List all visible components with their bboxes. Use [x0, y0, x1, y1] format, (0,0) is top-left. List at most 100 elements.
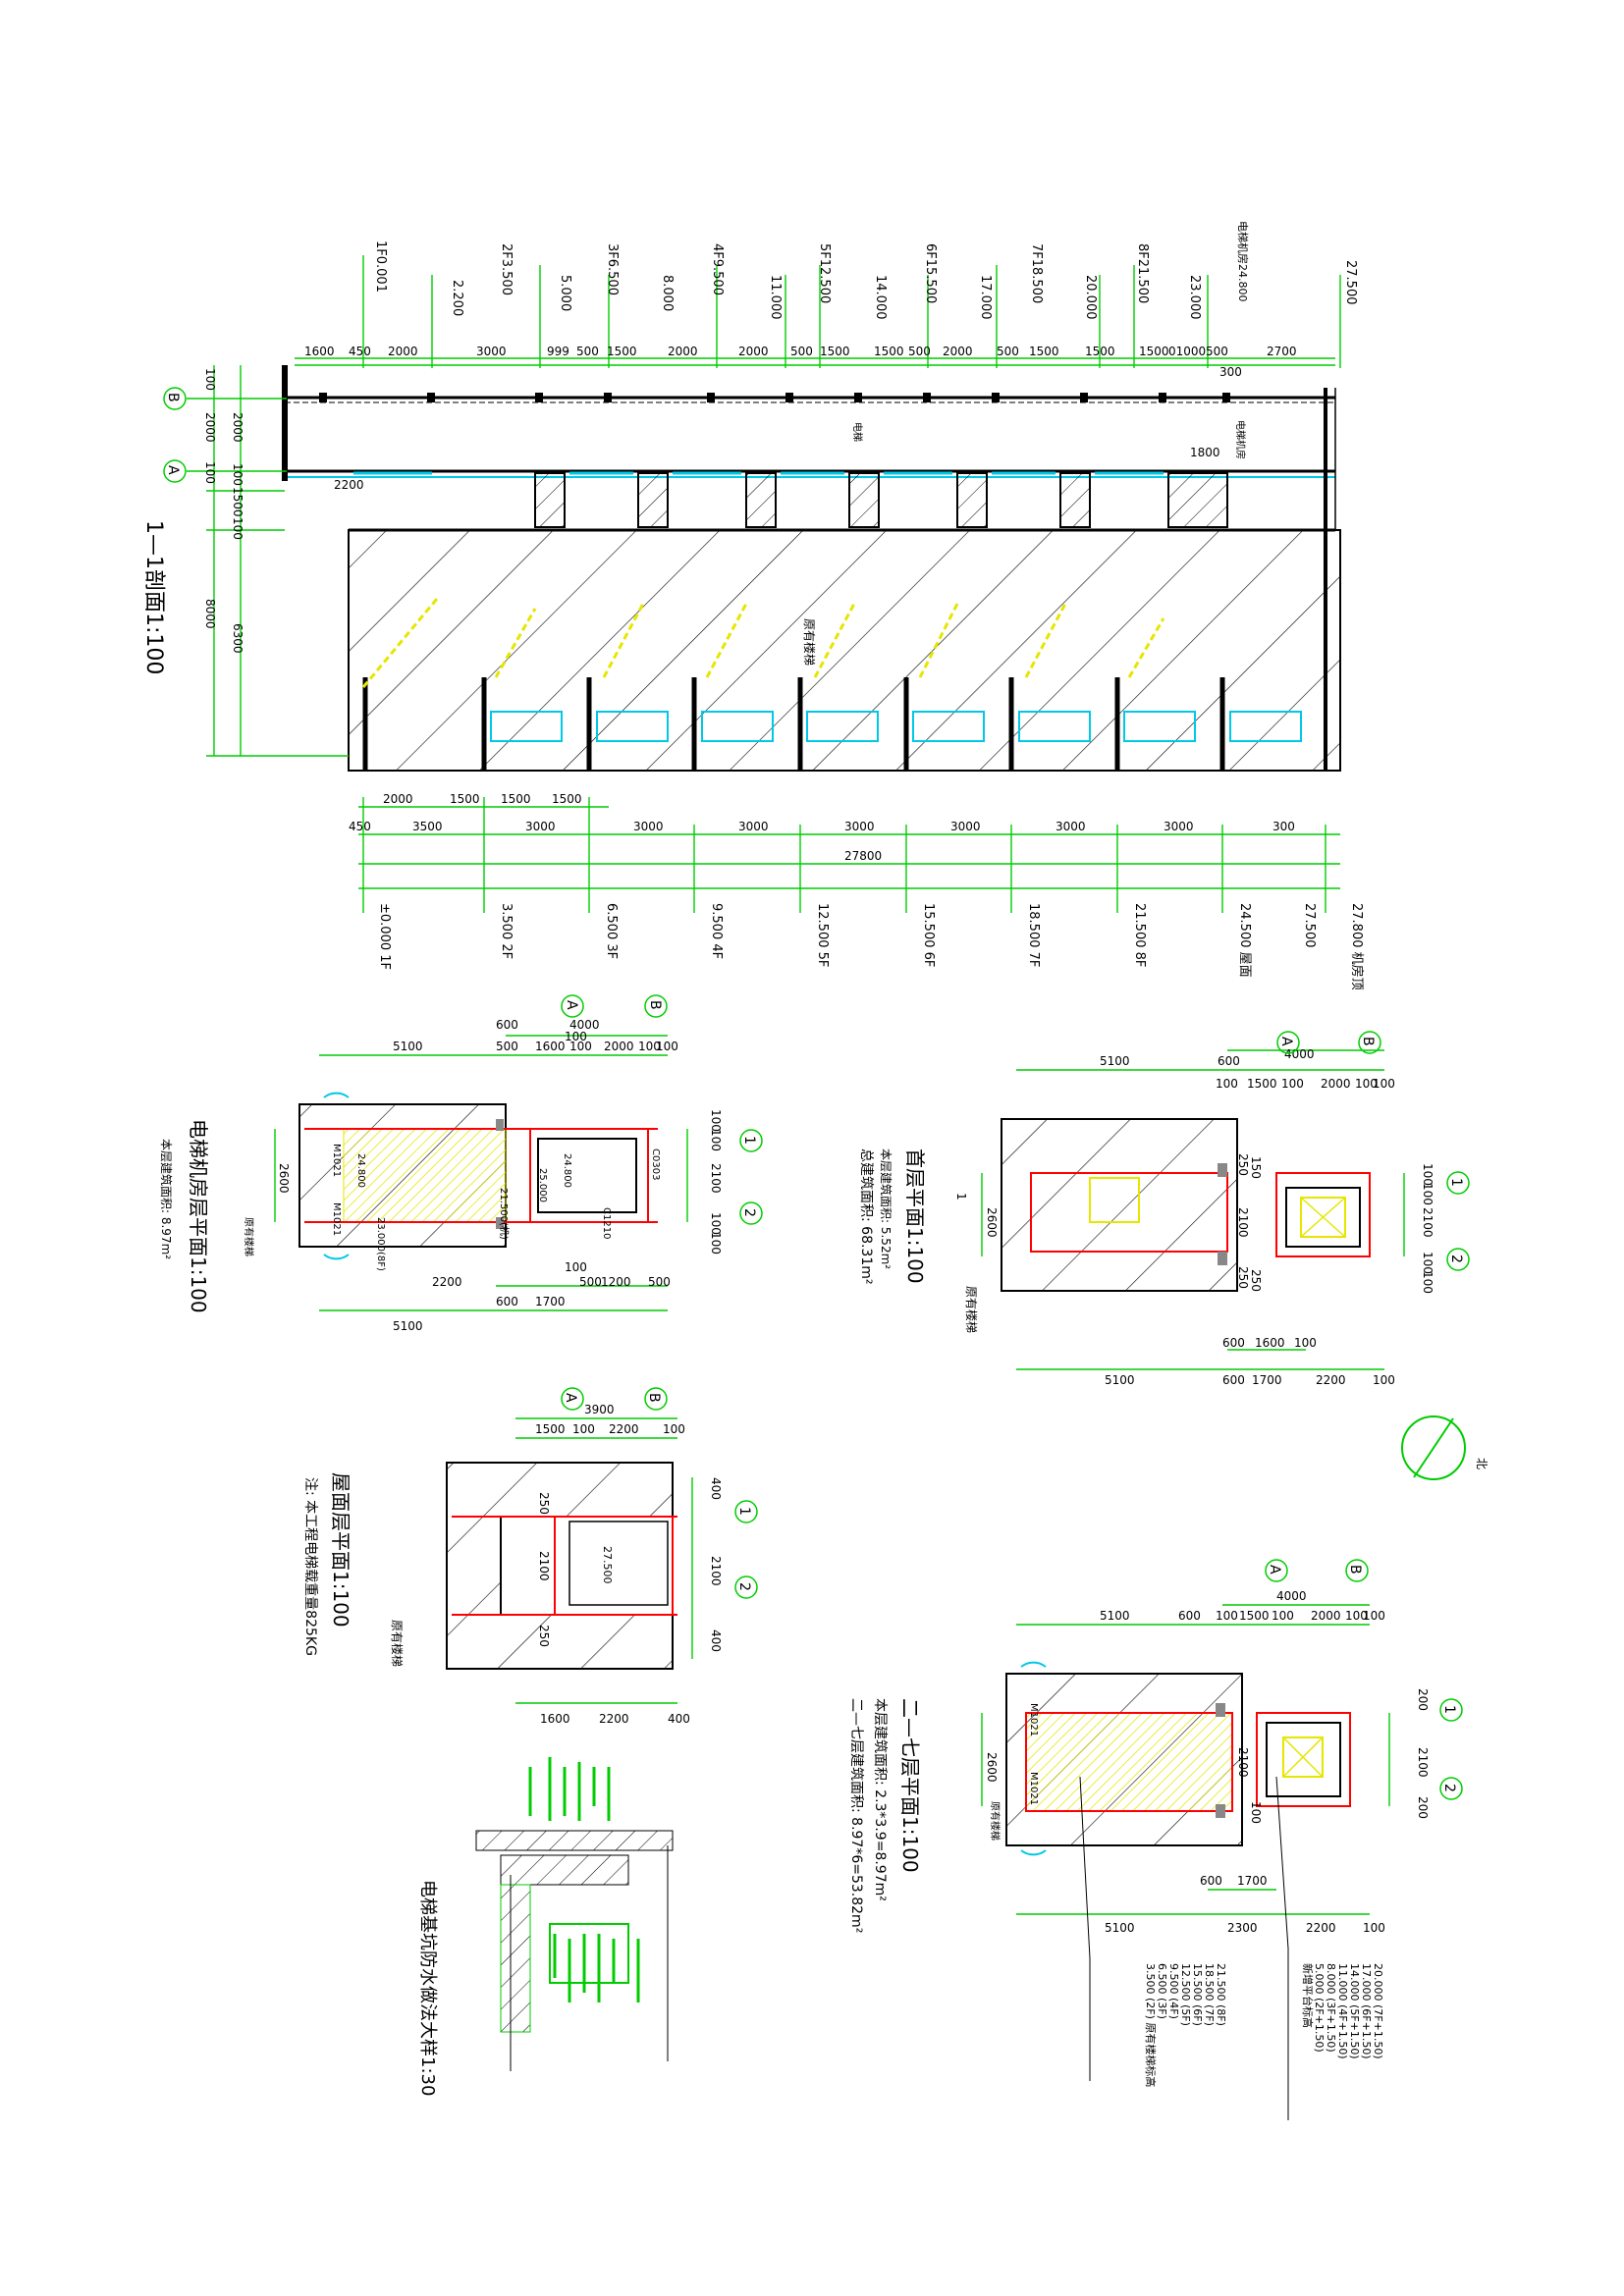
svg-text:450: 450: [349, 820, 371, 833]
svg-text:8F21.500: 8F21.500: [1135, 243, 1150, 303]
svg-text:2000: 2000: [203, 412, 217, 443]
svg-text:600: 600: [1218, 1054, 1240, 1068]
svg-text:1500: 1500: [501, 792, 531, 806]
svg-text:9.500 4F: 9.500 4F: [709, 903, 724, 959]
svg-text:5.000: 5.000: [558, 275, 572, 311]
svg-text:8000: 8000: [203, 599, 217, 629]
svg-text:9.500 (4F): 9.500 (4F): [1167, 1963, 1180, 2019]
svg-text:3000: 3000: [844, 820, 875, 833]
section-windows: [490, 711, 1302, 742]
svg-text:1500: 1500: [231, 487, 244, 517]
svg-text:2: 2: [1441, 1784, 1457, 1792]
lift-label: 电梯: [851, 422, 864, 442]
section-stair-hatch: [348, 529, 1341, 772]
svg-text:1: 1: [736, 1507, 752, 1516]
svg-text:3000: 3000: [1056, 820, 1086, 833]
svg-text:100: 100: [1355, 1077, 1378, 1091]
svg-text:1500: 1500: [1247, 1077, 1277, 1091]
svg-text:1500: 1500: [874, 345, 904, 358]
svg-text:21.500 8F: 21.500 8F: [1132, 903, 1147, 967]
svg-text:01000: 01000: [1168, 345, 1206, 358]
svg-text:100: 100: [1249, 1801, 1263, 1824]
svg-text:2000: 2000: [388, 345, 418, 358]
svg-text:A: A: [165, 465, 181, 475]
svg-text:400: 400: [709, 1629, 723, 1652]
svg-text:25.000: 25.000: [537, 1168, 548, 1202]
svg-text:500: 500: [908, 345, 931, 358]
typical-plan-title: 二—七层平面1:100: [898, 1698, 922, 1873]
svg-text:100: 100: [572, 1422, 595, 1436]
svg-text:100: 100: [709, 1109, 723, 1132]
svg-text:2F3.500: 2F3.500: [499, 243, 514, 295]
svg-text:B: B: [647, 1000, 663, 1010]
svg-text:2200: 2200: [1316, 1373, 1346, 1387]
svg-text:A: A: [563, 1393, 578, 1403]
svg-text:17.000: 17.000: [978, 275, 993, 320]
svg-text:600: 600: [1222, 1373, 1245, 1387]
svg-text:1: 1: [954, 1193, 968, 1201]
svg-text:原有楼梯: 原有楼梯: [390, 1620, 405, 1667]
svg-text:3000: 3000: [738, 820, 769, 833]
pit-detail: 电梯基坑防水做法大样1:30: [417, 1757, 674, 2096]
svg-text:8.000 (3F+1.50): 8.000 (3F+1.50): [1325, 1963, 1337, 2053]
svg-text:20.000: 20.000: [1083, 275, 1098, 320]
svg-text:1700: 1700: [535, 1295, 566, 1308]
svg-text:3900: 3900: [584, 1403, 615, 1416]
svg-text:250: 250: [537, 1492, 551, 1515]
svg-text:100: 100: [709, 1129, 723, 1151]
svg-text:500: 500: [579, 1275, 602, 1289]
svg-text:100: 100: [1363, 1609, 1385, 1623]
svg-text:5100: 5100: [1100, 1054, 1130, 1068]
svg-text:600: 600: [496, 1018, 518, 1032]
svg-text:6F15.500: 6F15.500: [923, 243, 938, 303]
svg-text:A: A: [1267, 1565, 1282, 1575]
svg-text:17.000 (6F+1.50): 17.000 (6F+1.50): [1360, 1963, 1373, 2059]
svg-text:1: 1: [1448, 1178, 1464, 1187]
svg-text:M1021: M1021: [1028, 1703, 1039, 1736]
svg-text:100: 100: [709, 1212, 723, 1235]
svg-text:1500: 1500: [450, 792, 480, 806]
svg-text:2100: 2100: [709, 1556, 723, 1586]
svg-text:27.500: 27.500: [601, 1546, 614, 1584]
svg-text:27.800 机房顶: 27.800 机房顶: [1349, 903, 1365, 990]
first-floor-plan: 5100 600 100 1500 100 2000 100 100 4000 …: [858, 1031, 1470, 1387]
svg-text:3000: 3000: [1164, 820, 1194, 833]
svg-text:27.500: 27.500: [1302, 903, 1317, 948]
svg-text:15.500 6F: 15.500 6F: [921, 903, 936, 967]
svg-text:1800: 1800: [1190, 446, 1220, 459]
svg-text:M1021: M1021: [331, 1144, 342, 1177]
svg-text:2000: 2000: [231, 412, 244, 443]
svg-text:450: 450: [349, 345, 371, 358]
svg-text:500: 500: [496, 1040, 518, 1053]
svg-text:B: B: [646, 1393, 662, 1403]
svg-text:100: 100: [1373, 1077, 1395, 1091]
svg-text:C0303: C0303: [650, 1148, 661, 1180]
svg-text:500: 500: [790, 345, 813, 358]
svg-text:C1210: C1210: [601, 1207, 612, 1239]
machine-plan-title: 电梯机房层平面1:100: [187, 1119, 210, 1313]
svg-text:14.000: 14.000: [873, 275, 888, 320]
svg-text:2100: 2100: [1236, 1747, 1250, 1778]
svg-text:4000: 4000: [1276, 1589, 1307, 1603]
top-dims: 1600 450 2000 3000 999 500 1500 2000 200…: [304, 345, 1297, 492]
svg-text:3F6.500: 3F6.500: [605, 243, 620, 295]
svg-text:2200: 2200: [599, 1712, 629, 1726]
svg-text:1500: 1500: [1239, 1609, 1270, 1623]
svg-text:总建筑面积: 68.31m²: 总建筑面积: 68.31m²: [858, 1148, 874, 1285]
svg-text:2: 2: [736, 1582, 752, 1591]
svg-text:100: 100: [1345, 1609, 1368, 1623]
svg-text:5F12.500: 5F12.500: [817, 243, 832, 303]
svg-text:24.800: 24.800: [355, 1153, 366, 1188]
first-plan-title: 首层平面1:100: [903, 1148, 927, 1284]
grid-a-bubble: [163, 459, 187, 483]
svg-text:电梯机房24.800: 电梯机房24.800: [1236, 221, 1250, 302]
svg-text:4000: 4000: [569, 1018, 600, 1032]
svg-text:M1021: M1021: [331, 1202, 342, 1236]
svg-text:12.500 5F: 12.500 5F: [815, 903, 830, 967]
svg-text:100: 100: [231, 463, 244, 486]
svg-text:18.500 7F: 18.500 7F: [1026, 903, 1041, 967]
svg-text:8.000: 8.000: [660, 275, 675, 311]
svg-text:2200: 2200: [334, 478, 364, 492]
level-notes-b: 20.000 (7F+1.50) 17.000 (6F+1.50) 14.000…: [1301, 1963, 1384, 2059]
